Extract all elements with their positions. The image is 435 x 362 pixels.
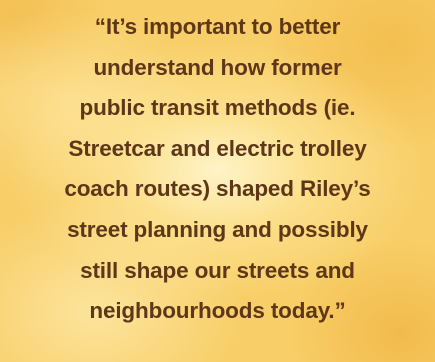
quote-line-8: neighbourhoods today.” xyxy=(89,298,346,324)
quote-text: “It’s important to better understand how… xyxy=(0,7,435,332)
quote-line-7: still shape our streets and xyxy=(80,257,355,283)
quote-line-3: public transit methods (ie. xyxy=(79,95,356,121)
quote-line-1: “It’s important to better xyxy=(94,14,341,39)
quote-line-2: understand how former xyxy=(93,54,342,80)
quote-line-4: Streetcar and electric trolley xyxy=(68,135,367,161)
quote-line-6: street planning and possibly xyxy=(67,216,368,242)
quote-line-5: coach routes) shaped Riley’s xyxy=(64,176,371,202)
